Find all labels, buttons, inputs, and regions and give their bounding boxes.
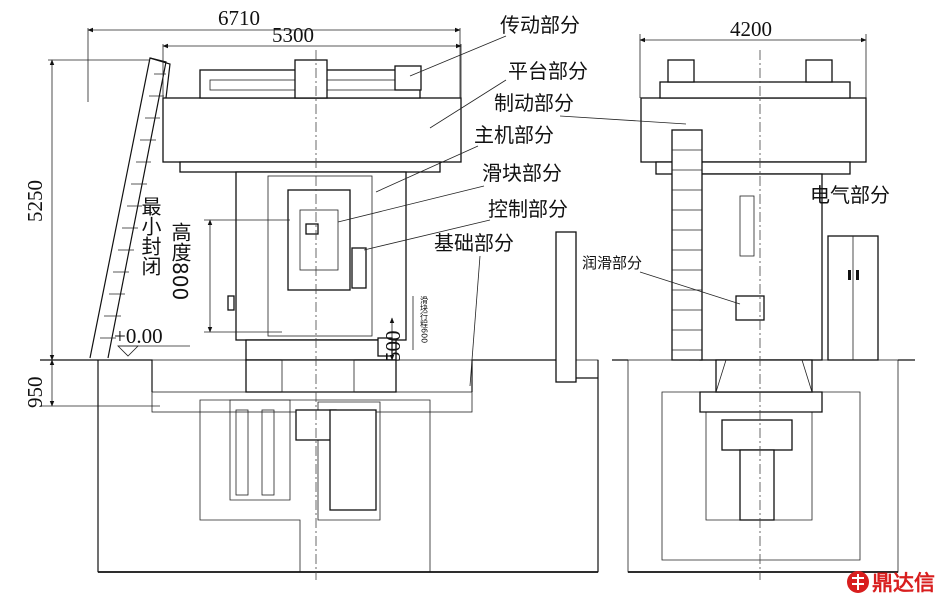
min-shut-height-line2: 高度800 <box>168 222 192 301</box>
dim-5250: 5250 <box>23 59 150 361</box>
label-main-machine: 主机部分 <box>474 123 554 147</box>
label-control: 控制部分 <box>488 197 568 221</box>
dim-500: 500 滑块行程600 <box>381 295 429 362</box>
front-platform <box>162 59 462 173</box>
label-lubrication: 润滑部分 <box>582 254 642 272</box>
side-body <box>699 173 823 393</box>
min-shut-height: 最小封闭 高度800 <box>138 196 290 333</box>
level-zero: +0.00 <box>114 324 190 357</box>
side-ladder <box>671 129 703 361</box>
label-platform: 平台部分 <box>508 59 588 83</box>
label-slider: 滑块部分 <box>482 161 562 185</box>
level-zero-text: +0.00 <box>114 324 163 348</box>
front-ladder <box>89 57 171 359</box>
electrical-cabinet <box>827 235 879 361</box>
label-foundation: 基础部分 <box>434 231 514 255</box>
dim-4200-text: 4200 <box>730 17 772 41</box>
label-transmission: 传动部分 <box>500 13 580 37</box>
dim-6710-text: 6710 <box>218 6 260 30</box>
front-post <box>555 231 577 383</box>
front-view: 6710 5300 5250 950 +0.00 <box>23 6 599 580</box>
watermark: 鼎达信 <box>847 571 935 595</box>
dim-4200: 4200 <box>639 17 867 98</box>
dim-6710: 6710 <box>87 6 461 102</box>
label-brake: 制动部分 <box>494 91 574 115</box>
label-electrical: 电气部分 <box>810 183 890 207</box>
side-view: 4200 <box>612 17 915 580</box>
watermark-text: 鼎达信 <box>872 571 935 595</box>
dim-950: 950 <box>23 359 160 409</box>
min-shut-height-line1: 最小封闭 <box>138 196 162 277</box>
slider-stroke-text: 滑块行程600 <box>420 295 429 343</box>
dim-500-text: 500 <box>381 331 405 363</box>
callouts: 传动部分 平台部分 制动部分 主机部分 滑块部分 控制部分 基础部分 润滑部分 … <box>337 13 890 387</box>
dim-950-text: 950 <box>23 377 47 409</box>
dim-5300-text: 5300 <box>272 23 314 47</box>
dim-5300: 5300 <box>162 23 462 98</box>
dim-5250-text: 5250 <box>23 180 47 222</box>
front-main-body <box>227 171 407 393</box>
